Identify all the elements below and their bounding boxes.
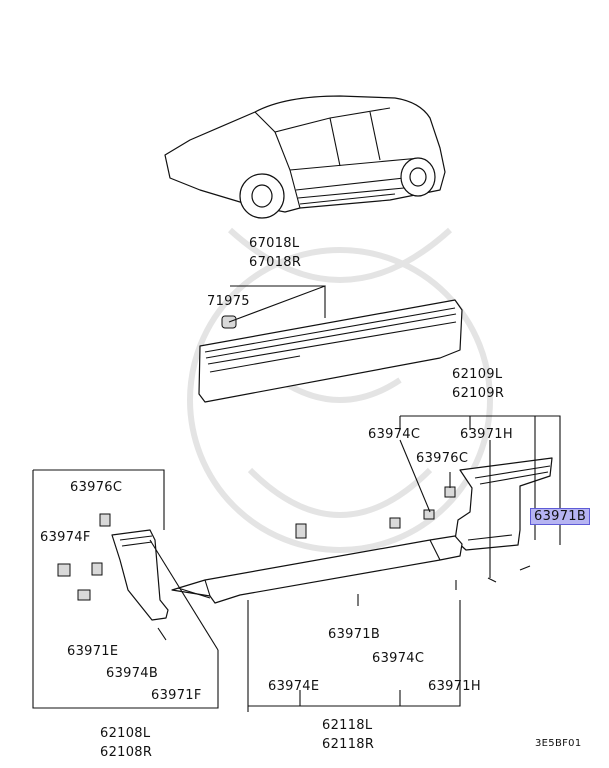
label-rear-63974c: 63974C — [368, 427, 421, 442]
label-rear-63971b-highlighted[interactable]: 63971B — [530, 508, 591, 525]
rear-garnish-part — [454, 457, 553, 551]
label-rear-63971h: 63971H — [460, 427, 513, 442]
bracket-62109 — [399, 415, 561, 545]
bracket-62118 — [247, 600, 461, 712]
label-62108l: 62108L — [100, 726, 151, 741]
label-front-63974f: 63974F — [40, 530, 91, 545]
label-front-63974b: 63974B — [106, 666, 159, 681]
car-illustration — [164, 95, 446, 219]
side-molding-part — [198, 299, 463, 403]
label-62118l: 62118L — [322, 718, 373, 733]
label-71975: 71975 — [207, 294, 250, 309]
label-front-63971e: 63971E — [67, 644, 119, 659]
label-sill-63971b: 63971B — [328, 627, 381, 642]
label-67018r: 67018R — [249, 255, 302, 270]
sill-clips — [295, 517, 457, 606]
rear-clips — [399, 439, 531, 583]
label-front-63976c: 63976C — [70, 480, 123, 495]
label-front-63971f: 63971F — [151, 688, 202, 703]
watermark-emblem — [187, 227, 493, 553]
label-sill-63974e: 63974E — [268, 679, 320, 694]
label-67018l: 67018L — [249, 236, 300, 251]
label-rear-63976c: 63976C — [416, 451, 469, 466]
front-guard-box — [32, 469, 219, 709]
label-62108r: 62108R — [100, 745, 153, 760]
diagram-code: 3E5BF01 — [535, 738, 582, 749]
label-62118r: 62118R — [322, 737, 375, 752]
label-62109r: 62109R — [452, 386, 505, 401]
side-sill-part — [171, 535, 463, 604]
label-sill-63971h: 63971H — [428, 679, 481, 694]
bracket-62108 — [149, 539, 219, 651]
label-sill-63974c: 63974C — [372, 651, 425, 666]
label-62109l: 62109L — [452, 367, 503, 382]
